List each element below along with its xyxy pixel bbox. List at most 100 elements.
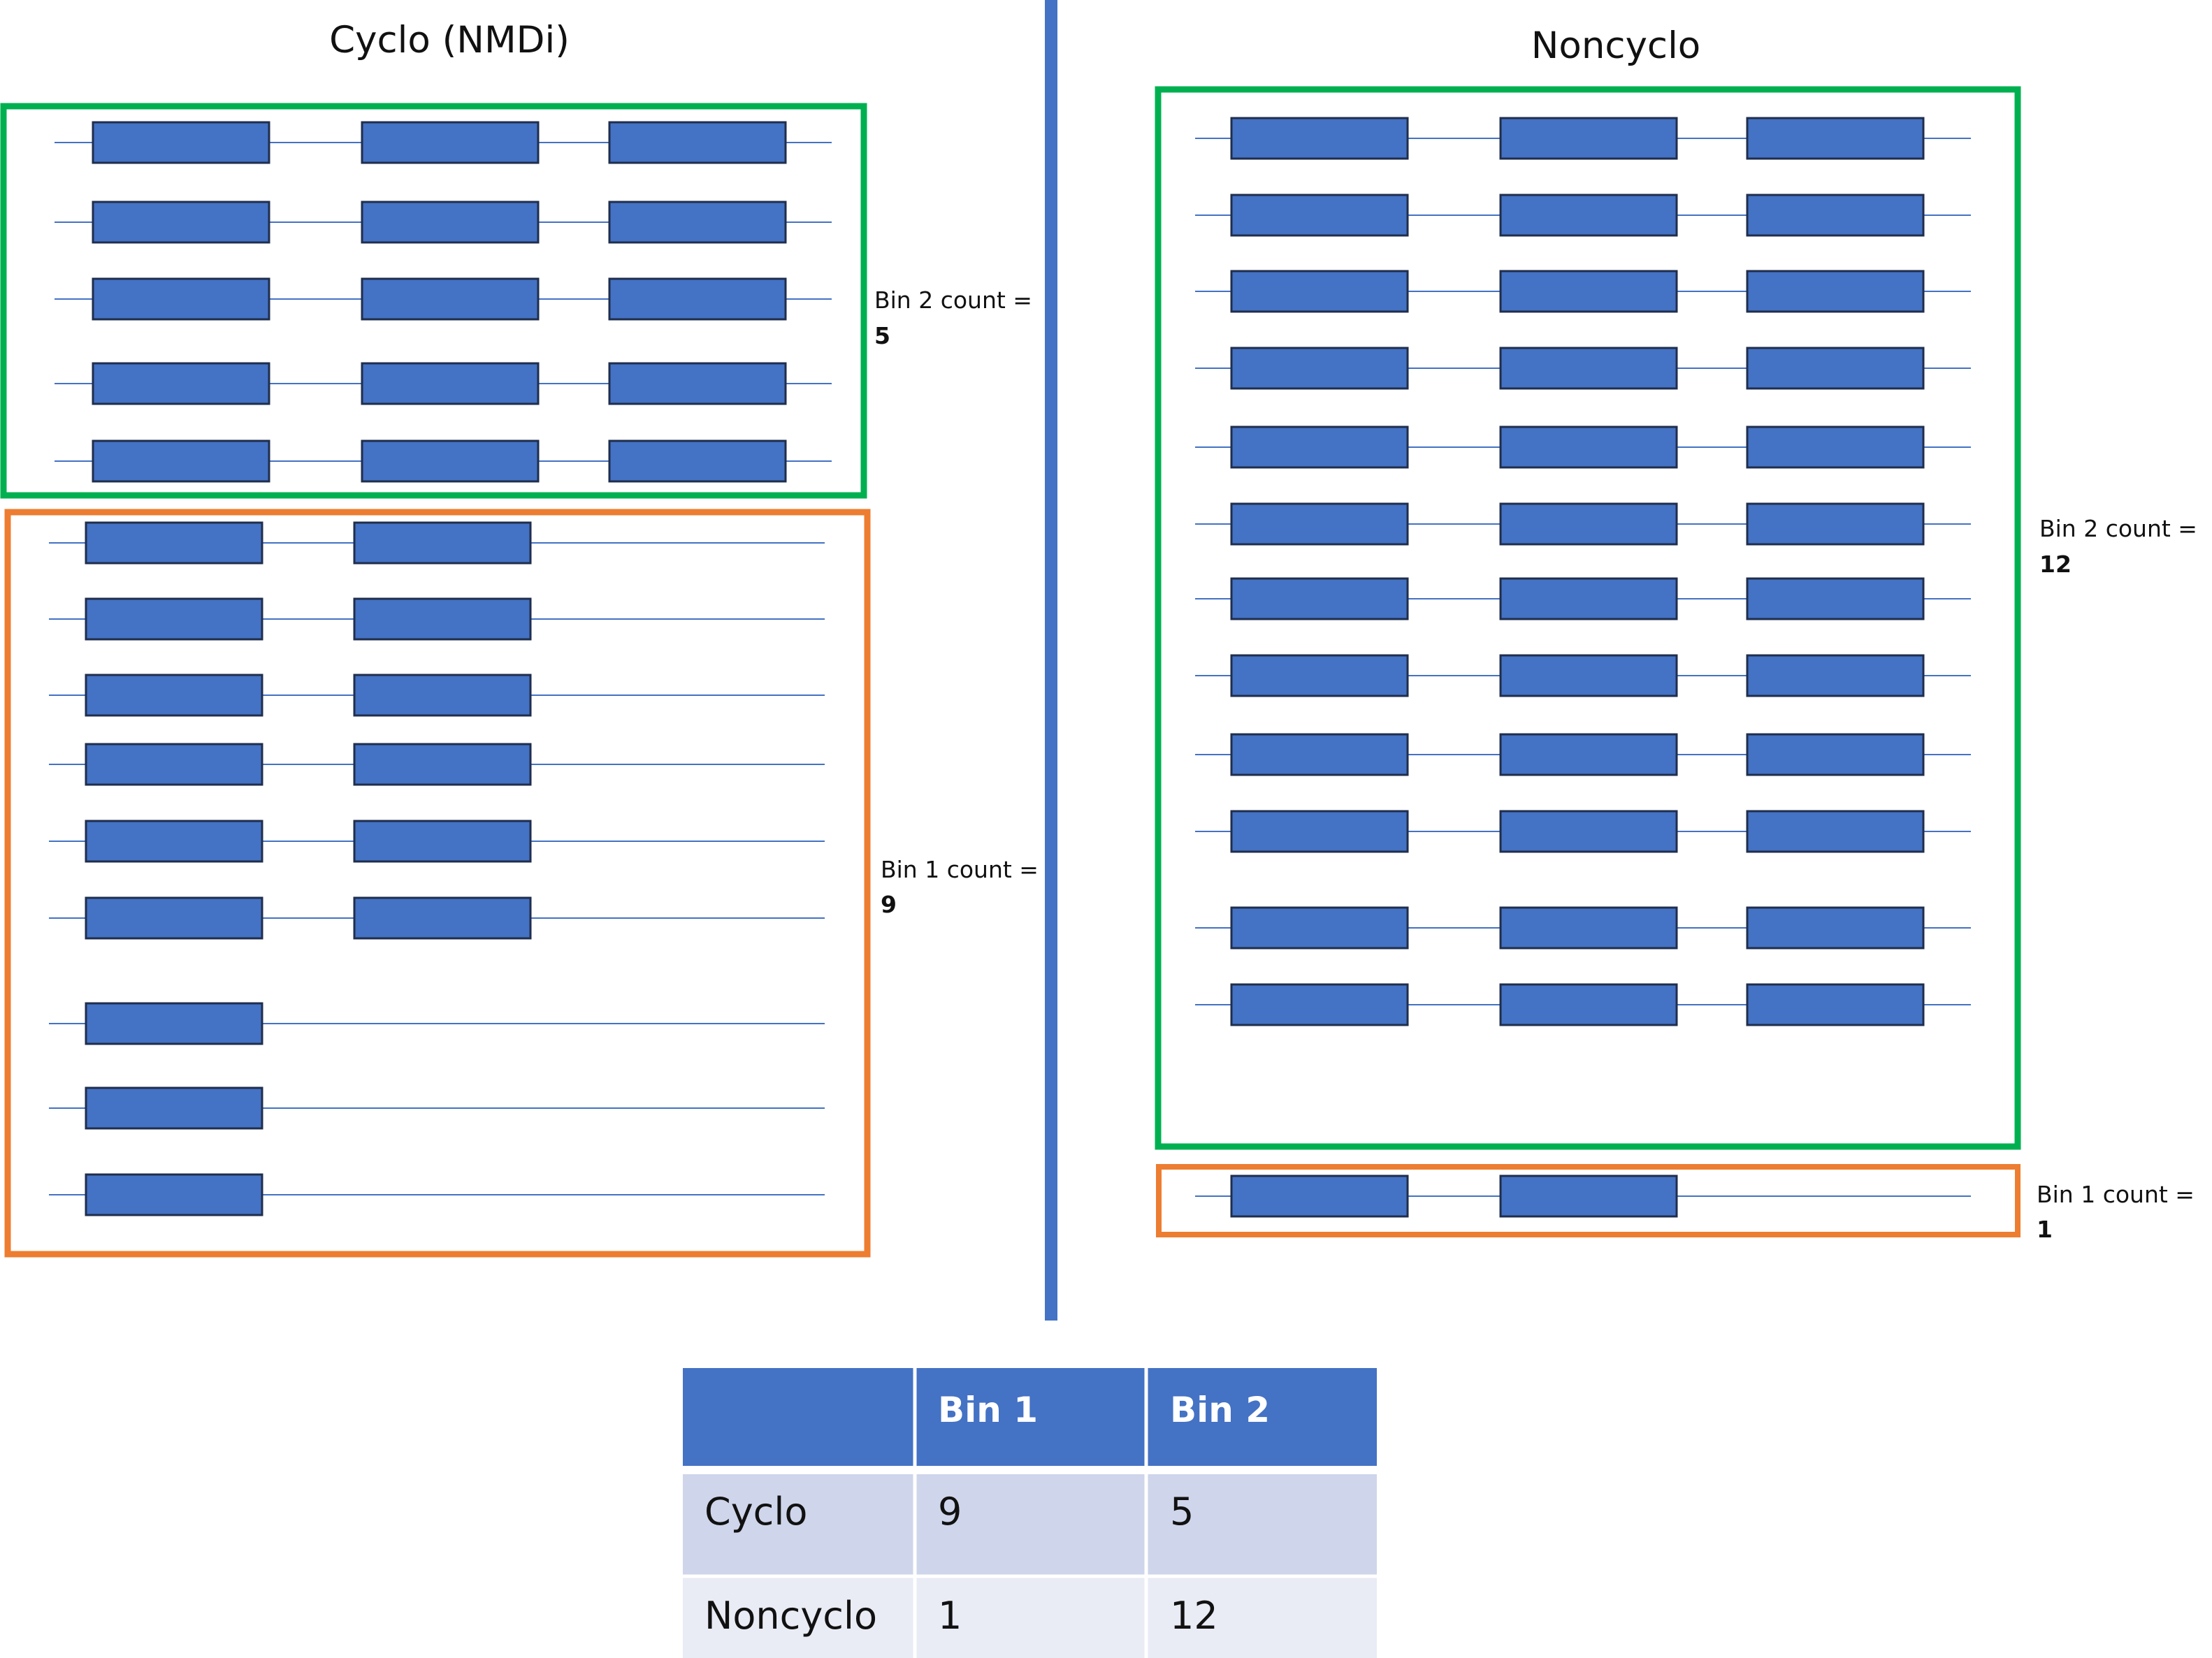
exon-block (353, 521, 532, 565)
transcript-row (1195, 502, 1971, 546)
transcript-row (49, 597, 825, 641)
cyclo-bin2-transcripts (55, 121, 832, 483)
exon-block (92, 201, 270, 244)
exon-block (92, 362, 270, 405)
transcript-row (1195, 426, 1971, 469)
table-row-cyclo (683, 1474, 1377, 1575)
transcript-row (55, 121, 832, 164)
exon-block (1746, 347, 1925, 390)
table-header-bin1: Bin 1 (938, 1390, 1038, 1430)
exon-block (1230, 733, 1409, 776)
exon-block (1746, 502, 1925, 546)
table-cell-cyclo-label: Cyclo (704, 1490, 807, 1534)
transcript-row (1195, 906, 1971, 950)
exon-block (1230, 347, 1409, 390)
exon-block (1499, 194, 1678, 237)
exon-block (1746, 117, 1925, 160)
exon-block (1746, 983, 1925, 1026)
exon-block (1230, 906, 1409, 950)
transcript-row (1195, 983, 1971, 1026)
exon-block (361, 121, 540, 164)
exon-block (361, 277, 540, 321)
noncyclo-bin2-count-label: Bin 2 count = (2039, 515, 2197, 542)
table-cell-noncyclo-label: Noncyclo (704, 1594, 877, 1638)
exon-block (92, 439, 270, 483)
cyclo-bin2-box (0, 103, 867, 499)
exon-block (361, 439, 540, 483)
transcript-row (1195, 347, 1971, 390)
exon-block (1499, 347, 1678, 390)
exon-block (85, 820, 263, 863)
table-row-noncyclo (683, 1578, 1377, 1658)
transcript-row (55, 362, 832, 405)
exon-block (608, 362, 787, 405)
cyclo-bin1-count-value: 9 (881, 891, 897, 918)
exon-block (1230, 1175, 1409, 1218)
transcript-row (49, 743, 825, 786)
exon-block (1499, 810, 1678, 853)
transcript-row (55, 439, 832, 483)
exon-block (85, 1086, 263, 1130)
transcript-row (1195, 1175, 1971, 1218)
transcript-row (55, 201, 832, 244)
transcript-row (1195, 577, 1971, 620)
exon-block (1499, 1175, 1678, 1218)
cyclo-bin1-box (4, 509, 871, 1258)
noncyclo-bin2-transcripts (1195, 117, 1971, 1026)
transcript-row (1195, 810, 1971, 853)
exon-block (361, 362, 540, 405)
exon-block (85, 597, 263, 641)
cyclo-bin2-count-label: Bin 2 count = (874, 286, 1032, 314)
exon-block (92, 121, 270, 164)
exon-block (608, 121, 787, 164)
exon-block (353, 820, 532, 863)
table-cell-noncyclo-bin1: 1 (938, 1594, 962, 1638)
transcript-row (1195, 733, 1971, 776)
exon-block (1499, 654, 1678, 697)
transcript-row (49, 521, 825, 565)
exon-block (608, 201, 787, 244)
cyclo-panel-title: Cyclo (NMDi) (329, 19, 570, 61)
exon-block (1746, 906, 1925, 950)
table-header-bin2: Bin 2 (1170, 1390, 1270, 1430)
exon-block (1746, 733, 1925, 776)
transcript-row (49, 1002, 825, 1045)
exon-block (608, 439, 787, 483)
transcript-row (49, 1086, 825, 1130)
exon-block (85, 1002, 263, 1045)
exon-block (1746, 810, 1925, 853)
cyclo-bin2-count-value: 5 (874, 322, 890, 349)
transcript-row (1195, 270, 1971, 313)
exon-block (1230, 810, 1409, 853)
exon-block (85, 521, 263, 565)
exon-block (1746, 270, 1925, 313)
noncyclo-bin2-count-value: 12 (2039, 551, 2072, 578)
exon-block (1746, 577, 1925, 620)
exon-block (1230, 654, 1409, 697)
table-cell-cyclo-bin1: 9 (938, 1490, 962, 1534)
cyclo-bin1-count-label: Bin 1 count = (881, 856, 1039, 883)
transcript-row (49, 674, 825, 717)
exon-block (1499, 426, 1678, 469)
transcript-row (49, 1173, 825, 1216)
transcript-row (49, 820, 825, 863)
transcript-row (49, 896, 825, 940)
exon-block (1746, 426, 1925, 469)
exon-block (85, 1173, 263, 1216)
noncyclo-bin1-count-value: 1 (2037, 1216, 2053, 1243)
noncyclo-panel-title: Noncyclo (1531, 24, 1700, 67)
noncyclo-bin2-box (1155, 86, 2021, 1150)
transcript-row (1195, 117, 1971, 160)
summary-table: Bin 1 Bin 2 Cyclo 9 5 Noncyclo 1 12 (683, 1368, 1377, 1658)
table-cell-cyclo-bin2: 5 (1170, 1490, 1194, 1534)
exon-block (1499, 733, 1678, 776)
exon-block (353, 597, 532, 641)
transcript-row (1195, 194, 1971, 237)
exon-block (1230, 117, 1409, 160)
noncyclo-bin1-count-label: Bin 1 count = (2037, 1181, 2195, 1208)
exon-block (1499, 983, 1678, 1026)
exon-block (85, 896, 263, 940)
exon-block (1499, 577, 1678, 620)
noncyclo-bin1-transcripts (1195, 1175, 1971, 1218)
